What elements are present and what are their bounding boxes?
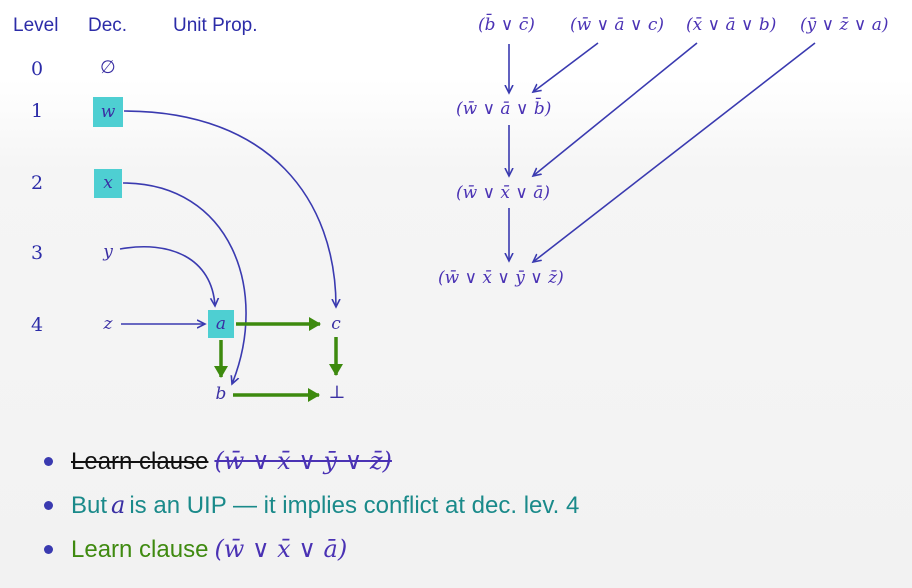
header-decision: Dec.	[88, 15, 128, 36]
node-c: c	[331, 314, 341, 334]
node-y: y	[103, 242, 113, 262]
header-level: Level	[13, 15, 59, 36]
clause-top3: (x̄ ∨ ā ∨ b)	[686, 15, 777, 35]
bullet-dot	[44, 501, 53, 510]
bullet-learned-clause: (w̄ ∨ x̄ ∨ ā)	[214, 535, 348, 563]
bullet-text: Learn clause	[71, 448, 209, 475]
node-w: w	[93, 97, 123, 127]
res-arrow-top2-r1	[533, 42, 599, 92]
bullet-learn-clause-struck: Learn clause (w̄ ∨ x̄ ∨ ȳ ∨ z̄)	[44, 447, 392, 476]
node-z: z	[103, 314, 113, 334]
clause-top2: (w̄ ∨ ā ∨ c)	[570, 15, 664, 35]
header-unit-prop: Unit Prop.	[173, 15, 258, 36]
clause-resolvent-1: (w̄ ∨ ā ∨ b̄)	[456, 99, 552, 119]
level-2: 2	[31, 172, 44, 194]
level-3: 3	[31, 242, 44, 264]
edge-x-to-b	[122, 182, 247, 384]
bullet-uip-note: But a is an UIP — it implies conflict at…	[44, 491, 579, 520]
bullet-learn-clause: Learn clause (w̄ ∨ x̄ ∨ ā)	[44, 535, 347, 564]
bullet-dot	[44, 545, 53, 554]
node-a: a	[208, 310, 234, 338]
level-4: 4	[31, 314, 44, 336]
res-arrow-top3-r2	[533, 42, 698, 176]
bullet-text: But	[71, 492, 108, 519]
edge-y-to-a	[119, 245, 215, 306]
empty-set-node: ∅	[100, 57, 116, 78]
clause-top1: (b̄ ∨ c̄)	[478, 15, 535, 35]
node-conflict: ⊥	[328, 382, 346, 403]
bullet-uip-variable: a	[111, 491, 126, 519]
bullet-dot	[44, 457, 53, 466]
node-b: b	[215, 384, 227, 404]
clause-top4: (ȳ ∨ z̄ ∨ a)	[800, 15, 889, 35]
edge-w-to-c	[123, 110, 336, 307]
clause-resolvent-3: (w̄ ∨ x̄ ∨ ȳ ∨ z̄)	[438, 268, 564, 288]
res-arrow-top4-r3	[533, 42, 816, 262]
node-x: x	[94, 169, 122, 198]
level-1: 1	[31, 100, 44, 122]
clause-resolvent-2: (w̄ ∨ x̄ ∨ ā)	[456, 183, 551, 203]
level-0: 0	[31, 58, 44, 80]
bullet-clause-struck: (w̄ ∨ x̄ ∨ ȳ ∨ z̄)	[214, 447, 392, 475]
bullet-text-tail: is an UIP — it implies conflict at dec. …	[129, 492, 580, 519]
bullet-text: Learn clause	[71, 536, 209, 563]
